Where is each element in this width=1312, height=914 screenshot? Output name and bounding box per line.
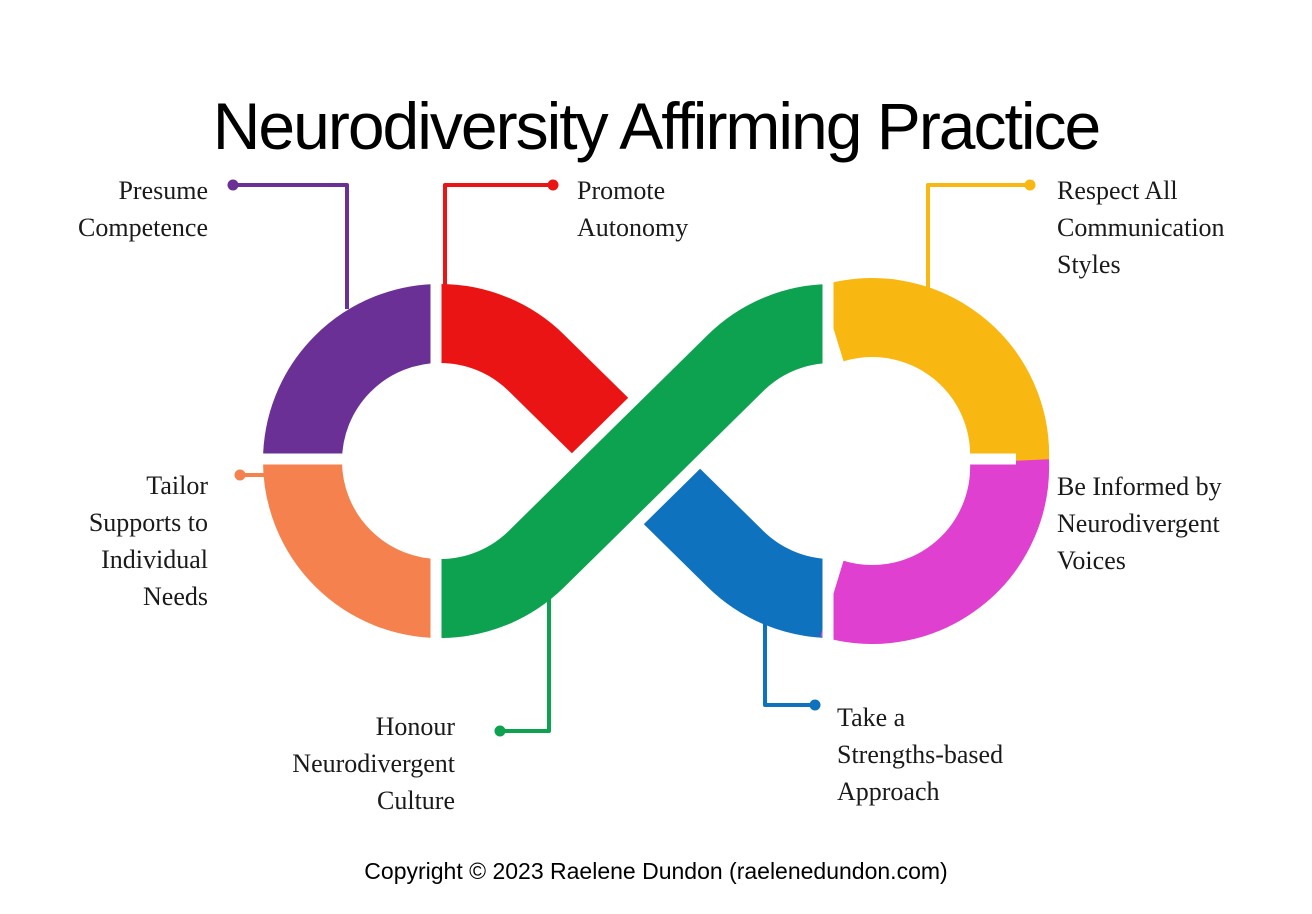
label-honour-neurodivergent-culture: Honour Neurodivergent Culture <box>292 712 455 815</box>
dot-honour-culture <box>494 725 506 737</box>
dot-respect-all <box>1024 179 1036 191</box>
label-take-strengths-based-approach: Take a Strengths-based Approach <box>837 703 1004 806</box>
connectors <box>238 183 1030 733</box>
dot-presume-competence <box>227 179 239 191</box>
infinity-ribbon <box>263 273 1050 649</box>
label-presume-competence: Presume Competence <box>78 176 208 242</box>
connector-take-strengths <box>763 614 810 707</box>
label-respect-all-communication-styles: Respect All Communication Styles <box>1057 176 1225 279</box>
dot-tailor-supports <box>234 469 246 481</box>
label-tailor-supports: Tailor Supports to Individual Needs <box>88 471 208 611</box>
arc-segment-take-strengths-based-approach <box>608 432 834 638</box>
arc-segment-tailor-supports <box>263 459 442 638</box>
copyright-text: Copyright © 2023 Raelene Dundon (raelene… <box>364 858 948 884</box>
connector-respect-all <box>926 183 1025 308</box>
connector-honour-culture <box>505 592 551 733</box>
dot-be-informed <box>1029 469 1041 481</box>
arc-segment-respect-all-communication-styles <box>820 278 1050 463</box>
label-promote-autonomy: Promote Autonomy <box>577 176 689 242</box>
connector-presume-competence <box>238 183 349 309</box>
arc-segment-promote-autonomy <box>438 284 664 490</box>
label-be-informed-by-voices: Be Informed by Neurodivergent Voices <box>1057 472 1222 575</box>
connector-promote-autonomy <box>443 183 548 298</box>
arc-segment-presume-competence <box>263 284 442 463</box>
dot-take-strengths <box>809 699 821 711</box>
arc-segment-honour-neurodivergent-culture <box>438 284 834 638</box>
arc-segment-be-informed-by-voices <box>820 459 1050 644</box>
dot-promote-autonomy <box>547 179 559 191</box>
page-title: Neurodiversity Affirming Practice <box>212 89 1101 164</box>
segment-dividers <box>256 276 1016 646</box>
connector-dots <box>227 179 1041 737</box>
